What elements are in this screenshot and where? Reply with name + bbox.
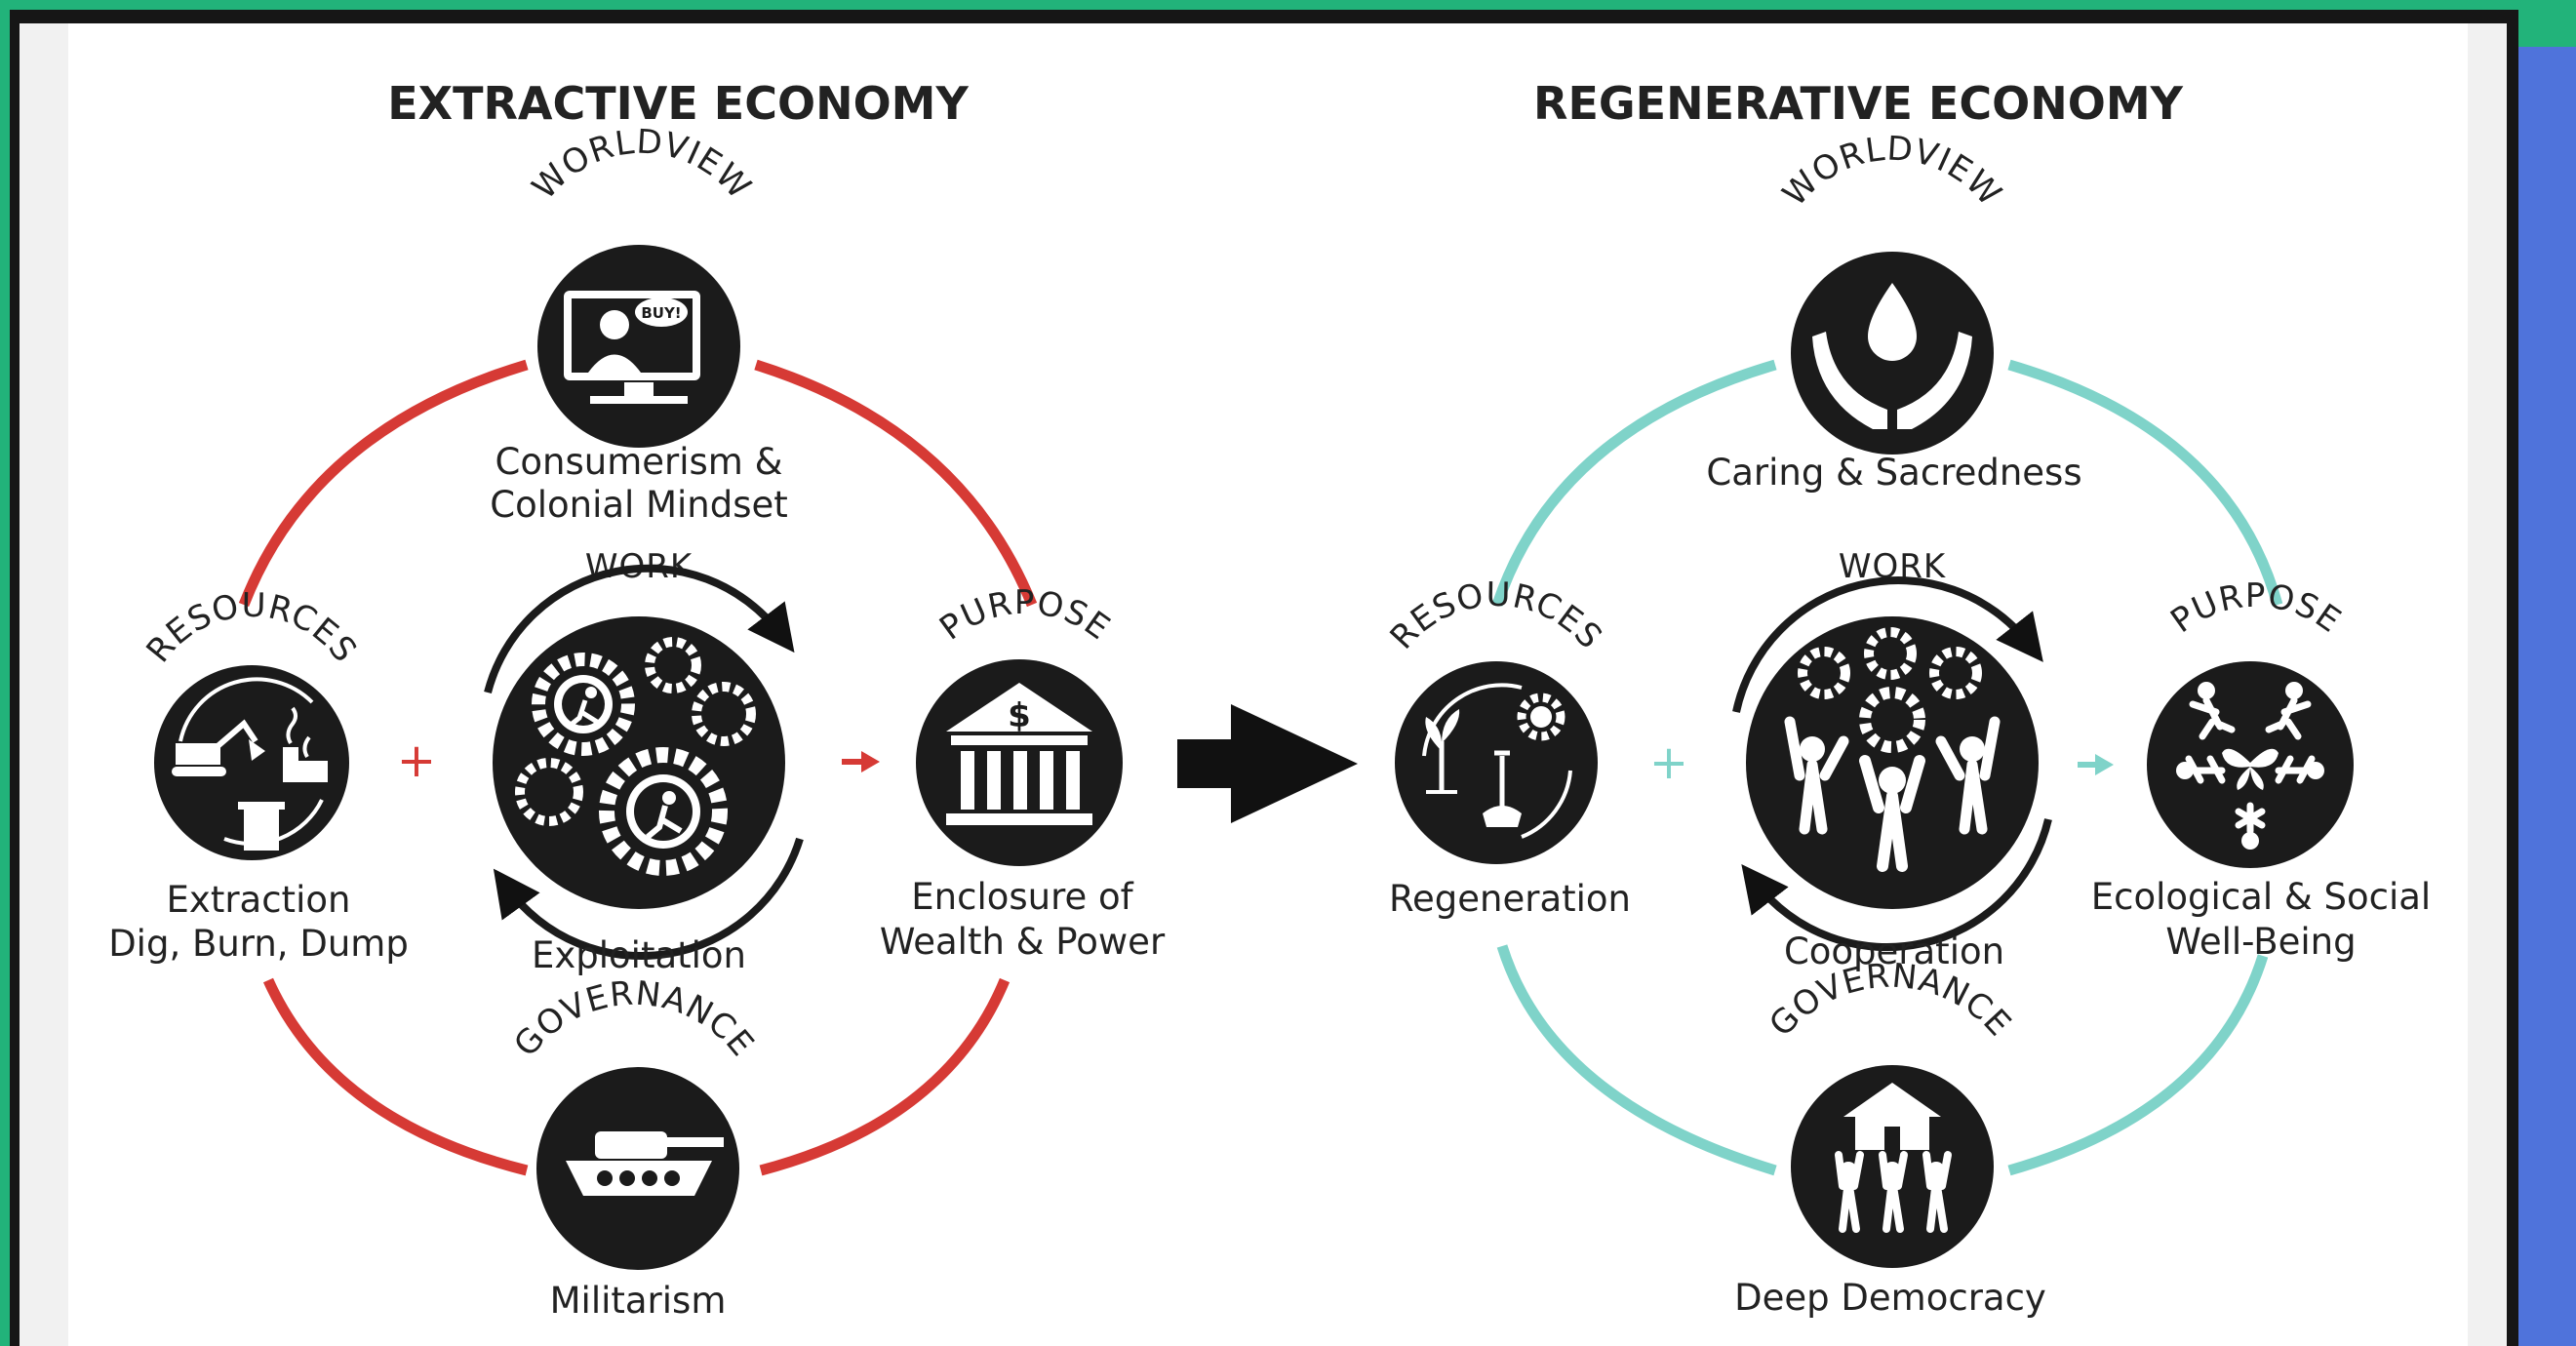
bank-dollar-icon: $: [946, 683, 1092, 825]
left-plus-sign: +: [397, 733, 436, 788]
left-worldview-node: WORLDVIEW BUY! Consumerism & Colonial Mi…: [490, 122, 788, 526]
diagram-canvas: [68, 23, 2468, 1346]
svg-text:BUY!: BUY!: [641, 304, 681, 322]
right-worldview-heading: WORLDVIEW: [1775, 129, 2009, 214]
left-resources-heading: RESOURCES: [139, 586, 364, 670]
left-governance-heading: GOVERNANCE: [506, 974, 762, 1065]
left-resources-node: RESOURCES Extraction Dig, Burn, Dump: [108, 586, 409, 965]
right-small-arrow-head: [2095, 754, 2114, 775]
right-worldview-caption: Caring & Sacredness: [1706, 452, 2081, 494]
right-work-caption: Cooperation: [1784, 930, 2004, 972]
left-governance-node: GOVERNANCE Militarism: [506, 974, 762, 1322]
right-resources-node: RESOURCES Regeneration: [1383, 575, 1631, 920]
right-governance-caption: Deep Democracy: [1734, 1277, 2046, 1319]
left-work-node: WORK Exploitation: [484, 547, 804, 976]
sprout-sun-shovel-icon: [1425, 693, 1565, 827]
right-work-node: WORK Cooperation: [1732, 547, 2052, 972]
right-title: REGENERATIVE ECONOMY: [1533, 77, 2184, 130]
left-governance-caption: Militarism: [550, 1280, 727, 1322]
left-title: EXTRACTIVE ECONOMY: [387, 77, 969, 130]
left-cycle-ring: [238, 359, 1038, 1176]
hands-water-drop-icon: [1812, 283, 1972, 429]
right-purpose-caption-2: Well-Being: [2165, 921, 2356, 963]
right-purpose-heading: PURPOSE: [2163, 576, 2348, 641]
left-worldview-caption-2: Colonial Mindset: [490, 484, 788, 526]
billboard-buy-icon: BUY!: [564, 291, 700, 404]
right-purpose-node: PURPOSE Ecological & Social Well-Being: [2091, 576, 2431, 963]
left-purpose-node: PURPOSE $ Enclosure of Wealth & Power: [880, 583, 1166, 963]
right-purpose-caption-1: Ecological & Social: [2091, 876, 2431, 918]
excavator-factory-trash-icon: [172, 706, 328, 851]
left-worldview-caption-1: Consumerism &: [495, 441, 783, 483]
left-resources-caption-2: Dig, Burn, Dump: [108, 923, 409, 965]
left-purpose-caption-2: Wealth & Power: [880, 921, 1166, 963]
left-purpose-heading: PURPOSE: [932, 583, 1117, 649]
right-worldview-node: WORLDVIEW Caring & Sacredness: [1706, 129, 2081, 494]
big-black-arrow-icon: [1177, 704, 1358, 823]
frame-border-top: [10, 10, 2517, 23]
svg-text:$: $: [1008, 696, 1031, 735]
left-resources-caption-1: Extraction: [167, 879, 351, 921]
people-gears-icon: [1784, 627, 2001, 872]
left-purpose-caption-1: Enclosure of: [911, 876, 1133, 918]
people-holding-house-icon: [1835, 1083, 1952, 1233]
left-worldview-heading: WORLDVIEW: [525, 122, 759, 207]
frame-border-left: [10, 10, 20, 1346]
left-work-caption: Exploitation: [532, 934, 746, 976]
gears-runners-icon: [515, 637, 756, 876]
right-governance-node: GOVERNANCE Deep Democracy: [1734, 957, 2046, 1319]
people-butterfly-icon: [2176, 682, 2324, 850]
tank-icon: [566, 1131, 724, 1196]
right-cycle-ring: [1491, 359, 2283, 1176]
right-resources-caption: Regeneration: [1389, 878, 1631, 920]
right-plus-sign: +: [1649, 735, 1688, 790]
right-resources-heading: RESOURCES: [1383, 575, 1610, 657]
left-small-arrow-head: [861, 751, 880, 772]
frame-border-right: [2507, 10, 2518, 1346]
